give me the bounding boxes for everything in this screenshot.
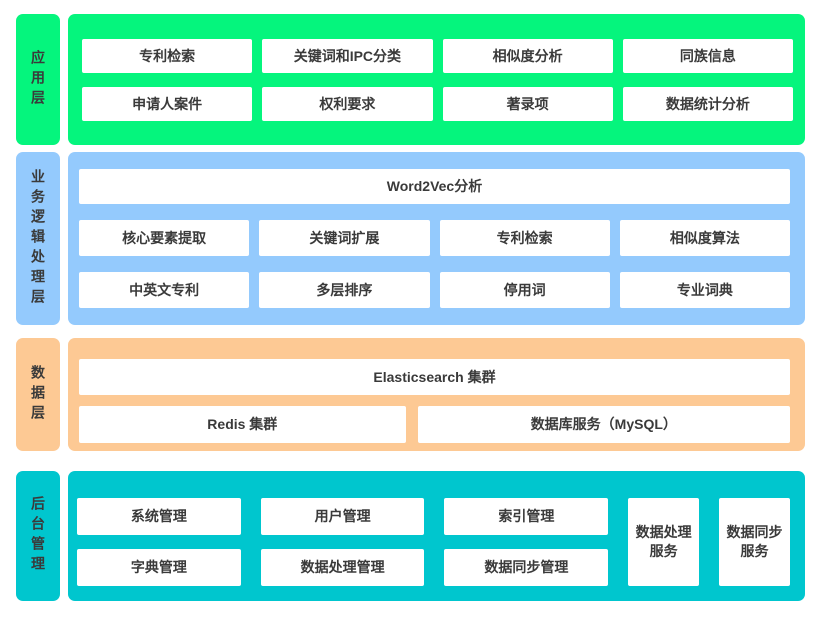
box-data-processing-service: 数据处理服务: [628, 498, 700, 586]
box-word2vec-analysis: Word2Vec分析: [79, 169, 790, 204]
box-user-management: 用户管理: [260, 498, 425, 535]
box-applicant-cases: 申请人案件: [82, 87, 253, 121]
box-data-sync-service: 数据同步服务: [719, 498, 790, 586]
box-similarity-analysis: 相似度分析: [442, 39, 613, 73]
box-patent-search-logic: 专利检索: [439, 220, 610, 256]
layer-business-logic-body: Word2Vec分析 核心要素提取 关键词扩展 专利检索 相似度算法 中英文专利…: [68, 152, 805, 325]
layer-data-body: Elasticsearch 集群 Redis 集群 数据库服务（MySQL）: [68, 338, 805, 451]
box-core-element-extraction: 核心要素提取: [79, 220, 250, 256]
layer-backend-admin-body: 系统管理 用户管理 索引管理 数据处理服务 数据同步服务 字典管理 数据处理管理…: [68, 471, 805, 601]
box-cn-en-patents: 中英文专利: [79, 272, 250, 308]
layer-data-label-text: 数据层: [30, 364, 46, 425]
layer-backend-admin: 后台管理 系统管理 用户管理 索引管理 数据处理服务 数据同步服务 字典管理 数…: [16, 471, 805, 601]
box-redis-cluster: Redis 集群: [79, 406, 406, 443]
layer-data-label: 数据层: [16, 338, 60, 451]
box-dictionary-management: 字典管理: [77, 549, 241, 586]
layer-application-body: 专利检索 关键词和IPC分类 相似度分析 同族信息 申请人案件 权利要求 著录项…: [68, 14, 805, 145]
box-similarity-algorithm: 相似度算法: [619, 220, 790, 256]
box-data-processing-management: 数据处理管理: [260, 549, 425, 586]
layer-application: 应用层 专利检索 关键词和IPC分类 相似度分析 同族信息 申请人案件 权利要求…: [16, 14, 805, 145]
box-patent-search: 专利检索: [82, 39, 253, 73]
box-keyword-expansion: 关键词扩展: [259, 220, 430, 256]
box-mysql-database-service: 数据库服务（MySQL）: [417, 406, 790, 443]
layer-application-label-text: 应用层: [30, 49, 46, 110]
layer-data: 数据层 Elasticsearch 集群 Redis 集群 数据库服务（MySQ…: [16, 338, 805, 451]
box-family-info: 同族信息: [622, 39, 793, 73]
box-professional-dictionary: 专业词典: [619, 272, 790, 308]
layer-application-label: 应用层: [16, 14, 60, 145]
layer-business-logic: 业务逻辑处理层 Word2Vec分析 核心要素提取 关键词扩展 专利检索 相似度…: [16, 152, 805, 325]
box-claims: 权利要求: [262, 87, 433, 121]
box-bibliographic-items: 著录项: [442, 87, 613, 121]
layer-backend-admin-label: 后台管理: [16, 471, 60, 601]
layer-business-logic-label: 业务逻辑处理层: [16, 152, 60, 325]
box-system-management: 系统管理: [77, 498, 241, 535]
box-keyword-ipc-classification: 关键词和IPC分类: [262, 39, 433, 73]
box-multilayer-sorting: 多层排序: [259, 272, 430, 308]
box-data-statistics-analysis: 数据统计分析: [622, 87, 793, 121]
box-data-sync-management: 数据同步管理: [444, 549, 609, 586]
box-index-management: 索引管理: [444, 498, 609, 535]
layer-business-logic-label-text: 业务逻辑处理层: [30, 168, 46, 309]
box-elasticsearch-cluster: Elasticsearch 集群: [79, 359, 790, 395]
layer-backend-admin-label-text: 后台管理: [30, 496, 46, 576]
box-stopwords: 停用词: [439, 272, 610, 308]
